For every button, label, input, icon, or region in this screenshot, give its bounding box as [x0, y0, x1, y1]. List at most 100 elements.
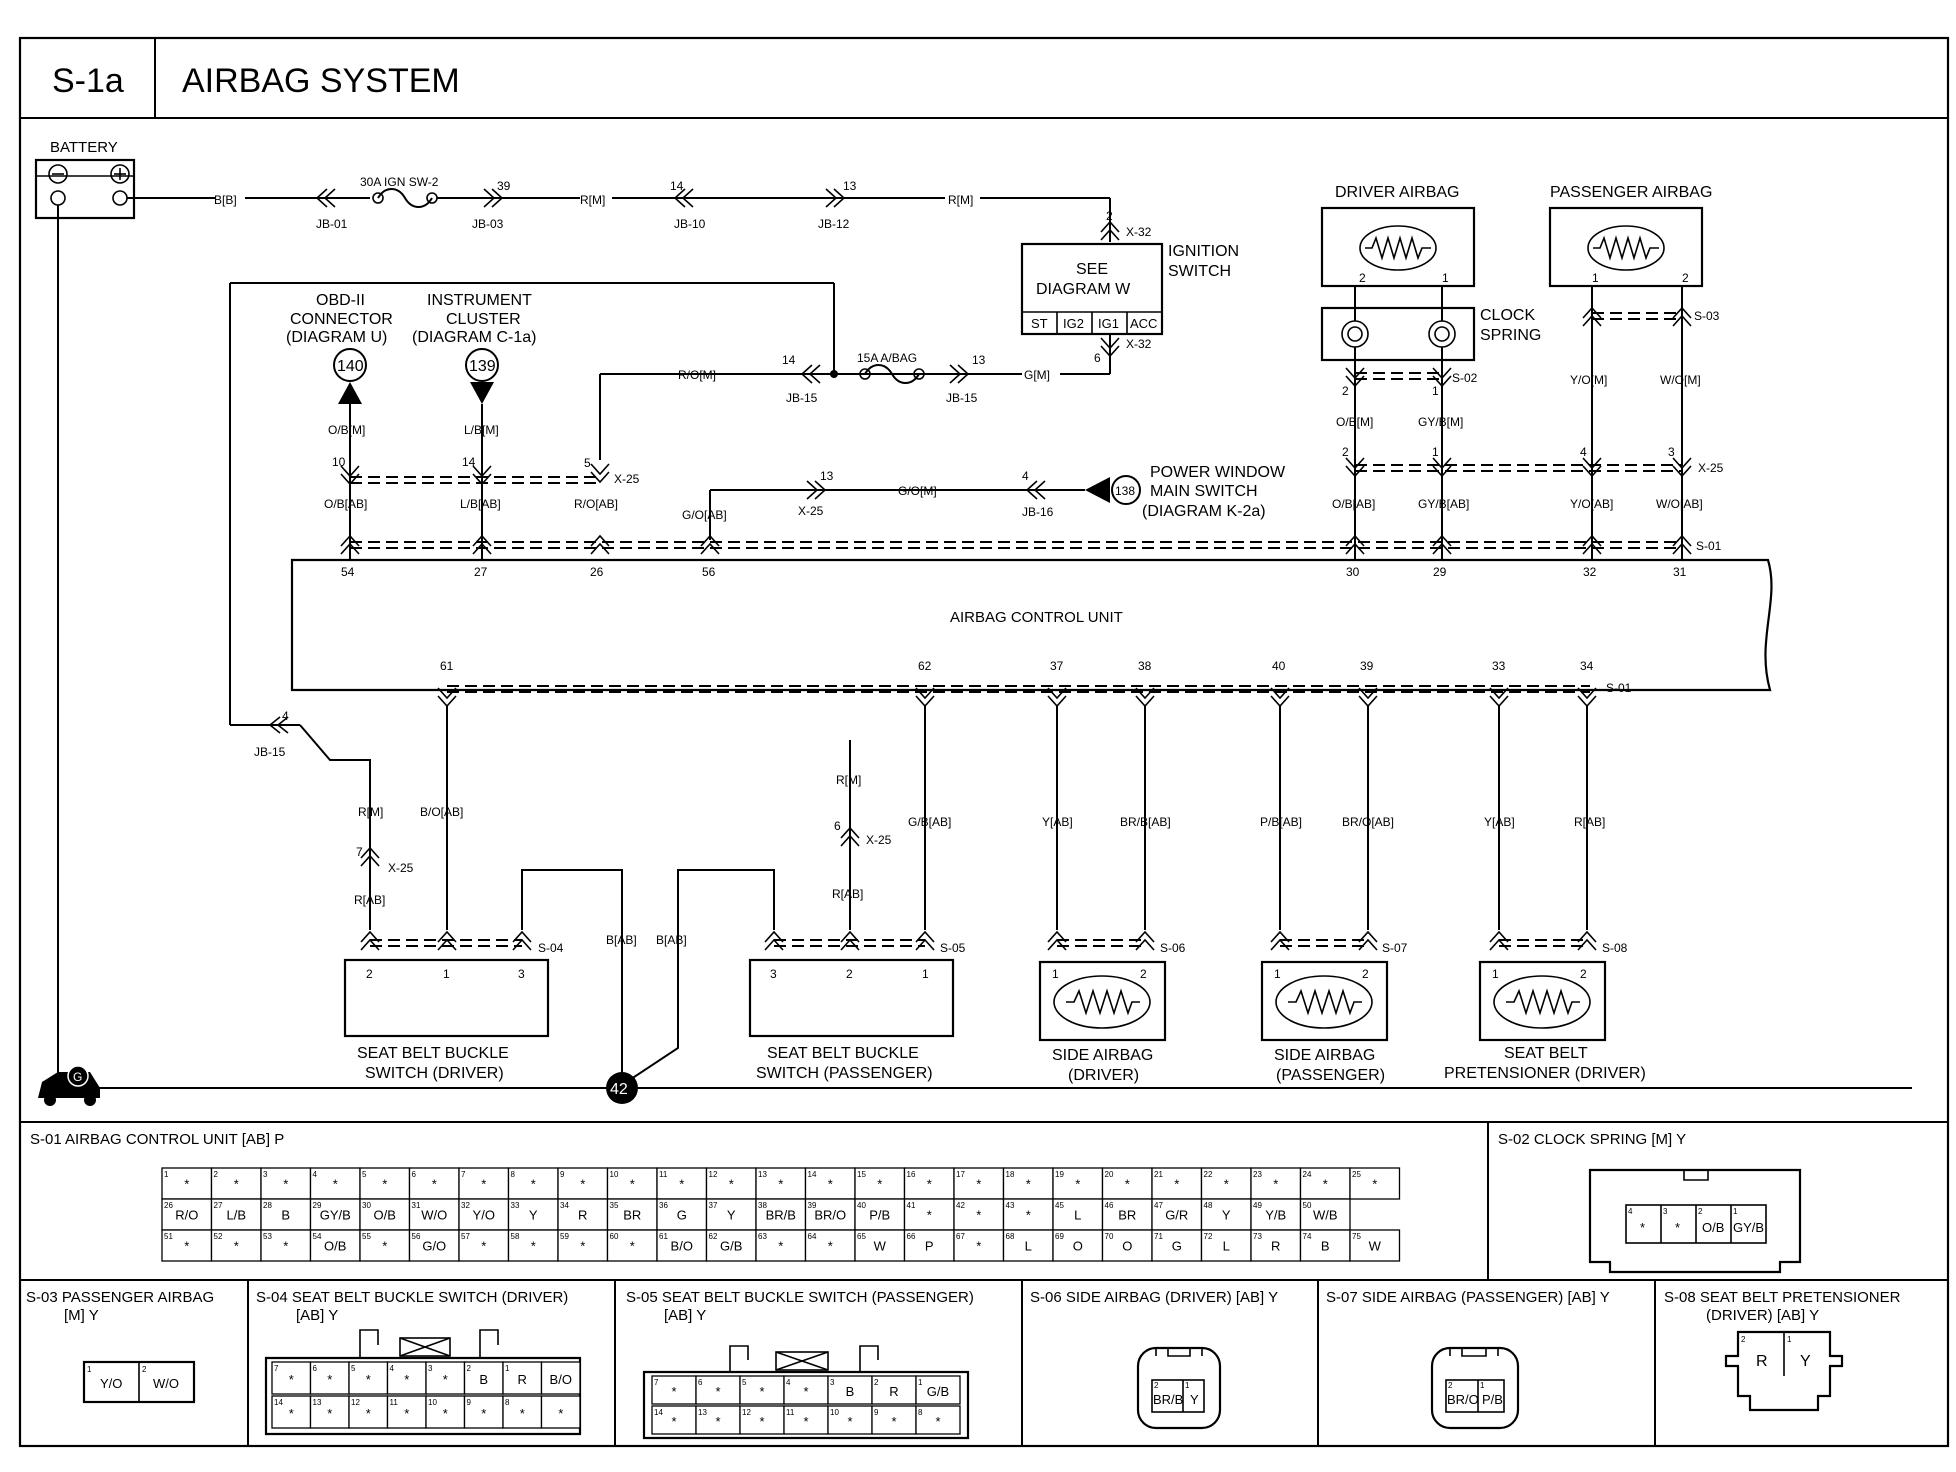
- pin-label: 1: [1432, 445, 1439, 459]
- connector-cell: *: [382, 1177, 387, 1192]
- connector-pin: 61: [659, 1232, 668, 1241]
- component-label: SWITCH (PASSENGER): [756, 1065, 933, 1082]
- connector-pin: 57: [461, 1232, 470, 1241]
- connector-pin: 50: [1303, 1201, 1312, 1210]
- connector-pin: 49: [1253, 1201, 1262, 1210]
- connector-pin: 32: [461, 1201, 470, 1210]
- connector-pin: 3: [428, 1364, 433, 1373]
- connector-cell-box: [606, 1229, 658, 1262]
- connector-cell: O: [1122, 1239, 1132, 1254]
- connector-pin: 10: [830, 1408, 839, 1417]
- connector-pin: 2: [1154, 1381, 1159, 1390]
- connector-pin: 41: [907, 1201, 916, 1210]
- wire-label: R[AB]: [832, 887, 863, 901]
- connector-cell: W: [874, 1239, 887, 1254]
- connector-pin: 2: [142, 1365, 147, 1374]
- connector-pin: 40: [857, 1201, 866, 1210]
- connector-cell-box: [953, 1229, 1005, 1262]
- connector-cell-box: [915, 1375, 961, 1405]
- pin-label: 2: [1342, 445, 1349, 459]
- connector-cell-box: [1052, 1229, 1104, 1262]
- connector-cell-box: [458, 1198, 510, 1231]
- connector-cell: *: [1372, 1177, 1377, 1192]
- connector-cell: *: [481, 1177, 486, 1192]
- connector-cell: Y: [1222, 1208, 1231, 1223]
- pin-label: 2: [1359, 271, 1366, 285]
- connector-cell: *: [531, 1177, 536, 1192]
- component-label: DRIVER AIRBAG: [1335, 184, 1459, 201]
- connector-cell: L/B: [226, 1208, 246, 1223]
- connector-cell: *: [443, 1406, 448, 1421]
- connector-cell-box: [386, 1395, 427, 1429]
- ref-label: CONNECTOR: [290, 311, 393, 328]
- connector-cell-box: [695, 1405, 741, 1435]
- seat-belt-switch-passenger-box: [748, 958, 955, 1038]
- connector-label: S-04: [538, 941, 564, 955]
- connector-pin: 59: [560, 1232, 569, 1241]
- connector-label: X-25: [388, 861, 414, 875]
- wire-label: G/O[M]: [898, 484, 937, 498]
- connector-cell: *: [283, 1239, 288, 1254]
- acu-label: AIRBAG CONTROL UNIT: [950, 609, 1123, 626]
- clock-spring-box: [1320, 306, 1476, 362]
- connector-label: S-01: [1696, 539, 1722, 553]
- connector-cell: *: [184, 1239, 189, 1254]
- ignition-label: IGNITION: [1168, 243, 1239, 260]
- wire-label: R[M]: [948, 193, 973, 207]
- connector-pin: 12: [351, 1398, 360, 1407]
- connector-pin: 47: [1154, 1201, 1163, 1210]
- connector-cell-box: [1002, 1198, 1054, 1231]
- component-label: SEAT BELT BUCKLE: [767, 1045, 919, 1062]
- component-label: (DRIVER): [1068, 1067, 1139, 1084]
- pin-label: 1: [922, 967, 929, 981]
- connector-cell: B: [1321, 1239, 1330, 1254]
- connector-cell: P/B: [1482, 1392, 1503, 1407]
- connector-cell: *: [404, 1372, 409, 1387]
- connector-pin: 43: [1006, 1201, 1015, 1210]
- connector-pin: 53: [263, 1232, 272, 1241]
- connector-cell-box: [871, 1405, 917, 1435]
- connector-pin: 17: [956, 1170, 965, 1179]
- connector-cell: *: [366, 1406, 371, 1421]
- connector-cell: *: [327, 1372, 332, 1387]
- connector-title: S-05 SEAT BELT BUCKLE SWITCH (PASSENGER): [626, 1289, 974, 1306]
- ref-label: (DIAGRAM U): [286, 329, 387, 346]
- connector-cell-box: [1200, 1229, 1252, 1262]
- pretensioner-box: [1478, 960, 1607, 1042]
- connector-cell: *: [580, 1239, 585, 1254]
- pin-label: 5: [584, 456, 591, 470]
- connector-pin: 21: [1154, 1170, 1163, 1179]
- connector-pin: 1: [164, 1170, 169, 1179]
- connector-x32-icon: [1100, 220, 1120, 241]
- connector-cell: *: [333, 1177, 338, 1192]
- jb-label: JB-15: [946, 391, 978, 405]
- pin-label: 54: [341, 565, 355, 579]
- pin-label: 1: [1592, 271, 1599, 285]
- connector-pin: 8: [918, 1408, 923, 1417]
- connector-cell: *: [289, 1372, 294, 1387]
- pin-label: 38: [1138, 659, 1152, 673]
- jb-label: JB-15: [254, 745, 286, 759]
- connector-cell: *: [1026, 1208, 1031, 1223]
- pin-label: 26: [590, 565, 604, 579]
- connector-pin: 20: [1105, 1170, 1114, 1179]
- connector-pin: 72: [1204, 1232, 1213, 1241]
- connector-pin: 7: [461, 1170, 466, 1179]
- connector-title: S-06 SIDE AIRBAG (DRIVER) [AB] Y: [1030, 1289, 1278, 1306]
- connector-cell: W/B: [1313, 1208, 1338, 1223]
- connector-cell: B: [281, 1208, 290, 1223]
- component-label: SIDE AIRBAG: [1052, 1047, 1153, 1064]
- connector-cell: *: [828, 1177, 833, 1192]
- connector-cell: *: [366, 1372, 371, 1387]
- connector-cell-box: [1101, 1198, 1153, 1231]
- pin-label: 4: [1022, 469, 1029, 483]
- connector-pin: 55: [362, 1232, 371, 1241]
- wire-label: B[AB]: [606, 933, 637, 947]
- connector-cell: B: [846, 1384, 855, 1399]
- connector-pin: 1: [918, 1378, 923, 1387]
- connector-cell-box: [540, 1395, 581, 1429]
- connector-pin: 8: [505, 1398, 510, 1407]
- connector-cell: *: [1174, 1177, 1179, 1192]
- connector-cell-box: [502, 1361, 543, 1395]
- connector-pin: 4: [390, 1364, 395, 1373]
